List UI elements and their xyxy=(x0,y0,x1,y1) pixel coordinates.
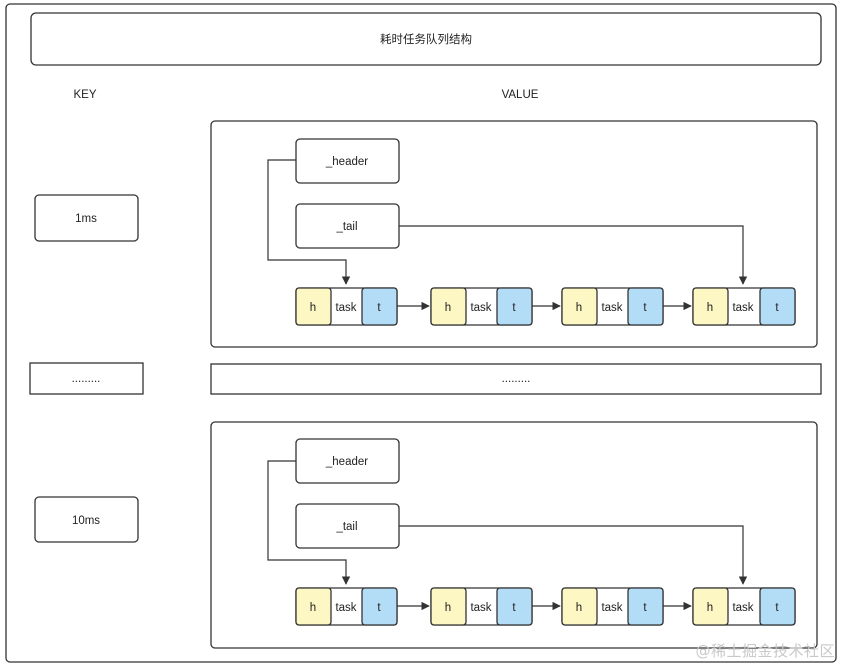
diagram-title: 耗时任务队列结构 xyxy=(380,32,472,46)
ellipsis-value-box xyxy=(210,363,822,395)
node-task-label: task xyxy=(470,602,491,614)
key-box xyxy=(34,496,139,543)
tail-pointer-label: _tail xyxy=(335,521,357,533)
ellipsis-value-label: ......... xyxy=(502,373,531,385)
task-node-3: h task t xyxy=(561,287,664,326)
node-h-cell xyxy=(430,587,467,626)
node-task-label: task xyxy=(601,302,622,314)
header-arrow xyxy=(267,460,351,585)
node-t-label: t xyxy=(775,302,779,314)
node-t-label: t xyxy=(643,602,647,614)
node-h-label: h xyxy=(707,302,713,314)
title-box xyxy=(30,12,822,66)
node-h-label: h xyxy=(310,302,316,314)
node-task-label: task xyxy=(335,302,356,314)
task-node-4: h task t xyxy=(692,287,796,326)
node-h-cell xyxy=(561,587,598,626)
node-h-cell xyxy=(430,287,467,326)
header-pointer-label: _header xyxy=(325,156,368,168)
key-label: 10ms xyxy=(72,515,100,527)
node-t-label: t xyxy=(775,602,779,614)
node-task-label: task xyxy=(732,602,753,614)
node-t-cell xyxy=(759,287,796,326)
node-task-label: task xyxy=(470,302,491,314)
node-t-cell xyxy=(759,587,796,626)
ellipsis-key-label: ......... xyxy=(72,373,101,385)
node-t-label: t xyxy=(512,302,516,314)
header-pointer-box xyxy=(295,138,400,184)
node-task-label: task xyxy=(335,602,356,614)
ellipsis-key-box xyxy=(29,362,144,395)
node-h-cell xyxy=(692,587,729,626)
header-arrow xyxy=(267,159,351,285)
node-h-cell xyxy=(561,287,598,326)
key-label: 1ms xyxy=(75,213,97,225)
tail-arrow xyxy=(399,525,748,585)
node-h-label: h xyxy=(445,602,451,614)
node-h-label: h xyxy=(707,602,713,614)
task-node-2: h task t xyxy=(430,587,533,626)
node-task-label: task xyxy=(732,302,753,314)
node-h-label: h xyxy=(576,302,582,314)
node-h-label: h xyxy=(310,602,316,614)
node-h-label: h xyxy=(576,602,582,614)
key-header: KEY xyxy=(73,89,96,101)
node-h-label: h xyxy=(445,302,451,314)
value-header: VALUE xyxy=(502,89,539,101)
task-node-4: h task t xyxy=(692,587,796,626)
node-t-label: t xyxy=(512,602,516,614)
node-t-label: t xyxy=(643,302,647,314)
task-node-3: h task t xyxy=(561,587,664,626)
tail-arrow xyxy=(399,225,748,285)
key-box xyxy=(34,194,139,242)
task-node-1: h task t xyxy=(295,287,398,326)
tail-pointer-label: _tail xyxy=(335,221,357,233)
group-1ms: 1ms _header _tail h task t h task t xyxy=(34,120,818,348)
task-node-2: h task t xyxy=(430,287,533,326)
task-node-1: h task t xyxy=(295,587,398,626)
watermark: @稀土掘金技术社区 xyxy=(695,642,835,660)
node-t-label: t xyxy=(377,302,381,314)
node-h-cell xyxy=(295,287,332,326)
header-pointer-label: _header xyxy=(325,456,368,468)
group-10ms: 10ms _header _tail h task t h task t xyxy=(34,421,818,649)
node-task-label: task xyxy=(601,602,622,614)
node-t-label: t xyxy=(377,602,381,614)
node-h-cell xyxy=(692,287,729,326)
node-h-cell xyxy=(295,587,332,626)
